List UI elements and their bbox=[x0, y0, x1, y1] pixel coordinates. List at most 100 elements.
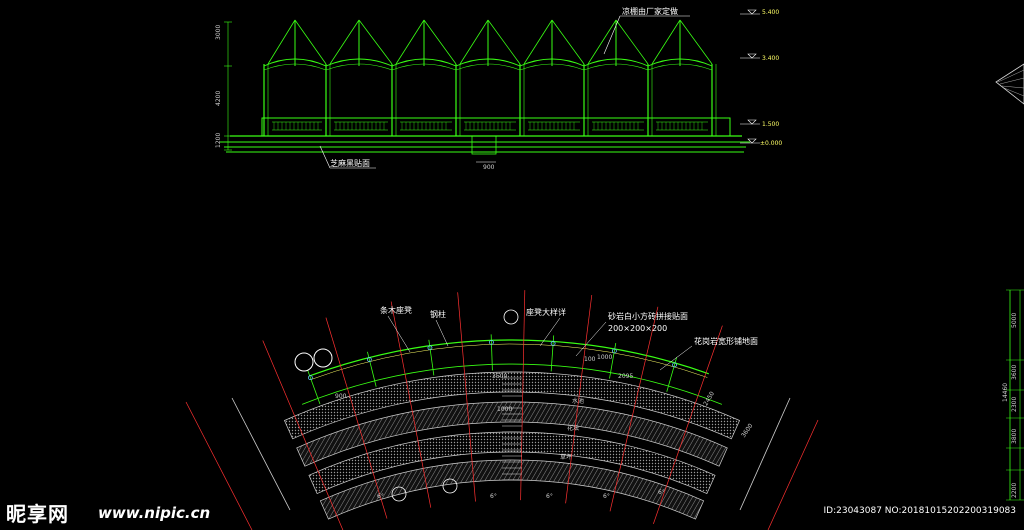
canopy-cable bbox=[358, 19, 393, 65]
canopy-edge-arc bbox=[311, 343, 708, 380]
column-marker bbox=[307, 375, 313, 381]
column-marker bbox=[427, 345, 433, 351]
canopy-membrane bbox=[325, 58, 393, 67]
watermark-url: www.nipic.cn bbox=[98, 504, 211, 522]
canopy-membrane-lower bbox=[647, 63, 713, 71]
canopy-cable bbox=[551, 19, 585, 65]
canopy-cable bbox=[395, 19, 425, 65]
angle-4: 6° bbox=[603, 493, 610, 500]
leader-tile bbox=[575, 321, 607, 357]
canopy-membrane bbox=[391, 58, 457, 67]
right-dim-3800: 3800 bbox=[1011, 428, 1018, 444]
tile-label: 砂岩白小方砖拼接贴面 bbox=[608, 312, 688, 321]
canopy-cable bbox=[459, 19, 489, 65]
band-pool bbox=[296, 401, 728, 467]
column-label: 钢柱 bbox=[430, 310, 446, 319]
radial-dim-line bbox=[325, 317, 388, 519]
angle-2: 6° bbox=[490, 493, 497, 500]
band-label-2: 花坛 bbox=[567, 425, 580, 432]
radial-dim-line bbox=[262, 340, 344, 530]
column-marker bbox=[550, 341, 556, 346]
column-marker bbox=[489, 339, 494, 345]
leader-paving bbox=[659, 345, 693, 371]
canopy-membrane bbox=[519, 58, 585, 67]
right-dim-14460: 14460 bbox=[1002, 382, 1009, 402]
watermark-id: ID:23043087 NO:20181015202200319083 bbox=[823, 506, 1017, 516]
paving-label: 花岗岩宽形铺地面 bbox=[694, 337, 758, 346]
canopy-cable bbox=[294, 19, 327, 65]
dim-3000: 3000 bbox=[215, 24, 222, 40]
plan-dim-1000b: 1000 bbox=[597, 354, 613, 361]
radial-dim-line bbox=[609, 306, 659, 512]
right-dim-5000: 5000 bbox=[1011, 312, 1018, 328]
tree-circle-2 bbox=[313, 348, 333, 368]
canopy-membrane-lower bbox=[263, 63, 327, 71]
tree-circle-1 bbox=[294, 352, 314, 372]
radial-dim-line bbox=[520, 290, 526, 501]
canopy-cable bbox=[651, 19, 681, 65]
canopy-cable bbox=[267, 19, 296, 65]
canopy-membrane-lower bbox=[325, 63, 393, 71]
plan-dim-900: 900 bbox=[335, 393, 347, 400]
ground-finish-note: 芝麻黑贴面 bbox=[330, 159, 370, 168]
radial-dim-line bbox=[390, 301, 432, 508]
section-marker-left bbox=[391, 486, 407, 502]
canopy-outer-arc bbox=[309, 339, 709, 377]
leader-manufacturer bbox=[603, 15, 621, 55]
radial-dim-line bbox=[457, 292, 476, 502]
canopy-cable bbox=[487, 19, 521, 65]
entry-steps bbox=[471, 135, 497, 155]
leader-ground bbox=[319, 145, 331, 169]
tile-size-label: 200×200×200 bbox=[608, 324, 668, 333]
canopy-cable bbox=[523, 19, 553, 65]
column-marker bbox=[611, 348, 617, 354]
plan-view bbox=[185, 290, 819, 530]
watermark-logo: 昵享网 bbox=[6, 502, 69, 526]
canopy-cable bbox=[329, 19, 360, 65]
plan-dim-3500: 3500 bbox=[492, 373, 508, 380]
plan-dim-2095: 2095 bbox=[618, 373, 634, 380]
canopy-membrane bbox=[583, 58, 649, 67]
canopy-cable bbox=[587, 19, 617, 65]
canopy-membrane bbox=[263, 58, 327, 67]
canopy-membrane-lower bbox=[519, 63, 585, 71]
level-marker bbox=[747, 119, 757, 125]
leader-column bbox=[435, 319, 449, 347]
level-5400: 5.400 bbox=[762, 9, 780, 16]
plan-dim-100: 100 bbox=[584, 356, 596, 363]
canopy-membrane bbox=[455, 58, 521, 67]
bench-label: 条木座凳 bbox=[380, 306, 412, 315]
elevation-view bbox=[220, 9, 760, 169]
leader-bench bbox=[387, 315, 411, 353]
canopy-membrane bbox=[647, 58, 713, 67]
band-walkway bbox=[284, 371, 740, 440]
column-marker bbox=[672, 362, 677, 368]
canopy-membrane-lower bbox=[391, 63, 457, 71]
plan-dim-1000a: 1000 bbox=[497, 406, 513, 413]
right-dimension-strip bbox=[1006, 289, 1024, 501]
level-marker bbox=[747, 138, 757, 144]
canopy-membrane-lower bbox=[455, 63, 521, 71]
band-lawn bbox=[319, 459, 705, 520]
leader-planter bbox=[539, 317, 561, 347]
radial-dim-line bbox=[653, 325, 723, 525]
column-marker bbox=[366, 357, 372, 362]
right-dim-3600: 3600 bbox=[1011, 364, 1018, 380]
canopy-cable bbox=[615, 19, 649, 65]
right-triangle-detail bbox=[995, 63, 1024, 105]
band-flowerbed bbox=[308, 431, 716, 495]
right-dim-2200: 2200 bbox=[1011, 482, 1018, 498]
angle-5: 6° bbox=[658, 489, 665, 496]
level-1500: 1.500 bbox=[762, 121, 780, 128]
canopy-membrane-lower bbox=[583, 63, 649, 71]
planter-label: 座凳大样详 bbox=[526, 308, 566, 317]
angle-1: 6° bbox=[377, 493, 384, 500]
section-marker-top bbox=[503, 309, 519, 325]
section-marker-mid bbox=[442, 478, 458, 494]
right-boundary bbox=[739, 397, 791, 511]
left-red-boundary bbox=[185, 401, 253, 530]
level-marker bbox=[747, 9, 757, 15]
manufacturer-note: 凉棚由厂家定做 bbox=[622, 7, 678, 16]
dim-900-bottom: 900 bbox=[483, 164, 495, 171]
